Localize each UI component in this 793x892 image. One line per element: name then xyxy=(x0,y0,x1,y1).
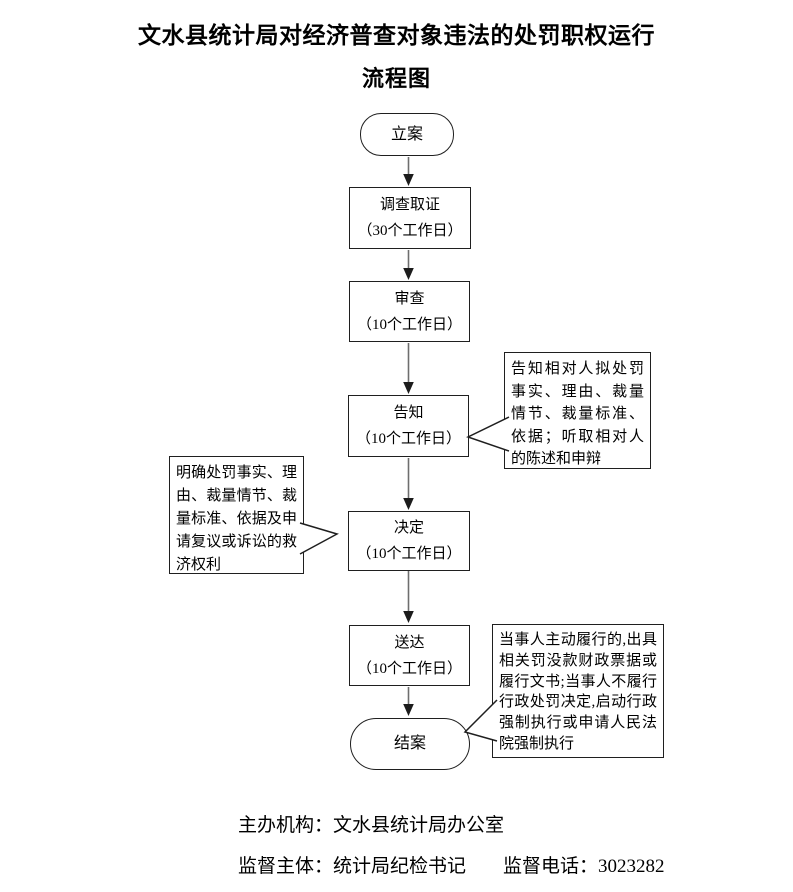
flow-arrow-3 xyxy=(403,343,414,394)
step-duration: （30个工作日） xyxy=(357,223,463,239)
flow-arrow-6 xyxy=(403,687,414,716)
page-title-line2: 流程图 xyxy=(361,66,431,91)
step-name: 告知 xyxy=(393,405,424,421)
callout-close: 当事人主动履行的,出具相关罚没款财政票据或履行文书;当事人不履行行政处罚决定,启… xyxy=(492,624,664,758)
callout-notify: 告知相对人拟处罚事实、理由、裁量情节、裁量标准、依据；听取相对人的陈述和申辩 xyxy=(504,352,651,469)
flow-step-decide: 决定 （10个工作日） xyxy=(348,511,470,571)
callout-pointer-notify xyxy=(466,416,510,452)
flow-step-investigate: 调查取证 （30个工作日） xyxy=(349,187,471,249)
step-name: 调查取证 xyxy=(379,197,440,213)
flow-arrow-5 xyxy=(403,571,414,623)
flow-step-notify: 告知 （10个工作日） xyxy=(348,395,469,457)
step-duration: （10个工作日） xyxy=(356,660,462,677)
footer-organizer: 主办机构：文水县统计局办公室 xyxy=(238,815,505,836)
flow-start-node: 立案 xyxy=(360,113,454,156)
step-name: 送达 xyxy=(394,634,425,651)
step-duration: （10个工作日） xyxy=(355,431,461,447)
flow-step-deliver: 送达 （10个工作日） xyxy=(349,625,470,686)
flow-step-review: 审查 （10个工作日） xyxy=(349,281,470,342)
callout-pointer-decide xyxy=(299,522,339,555)
footer-supervisor: 监督主体：统计局纪检书记 xyxy=(238,856,467,877)
step-duration: （10个工作日） xyxy=(356,546,462,562)
flow-arrow-2 xyxy=(403,250,414,280)
step-duration: （10个工作日） xyxy=(356,316,462,333)
footer-phone: 监督电话：3023282 xyxy=(503,856,665,877)
step-name: 决定 xyxy=(393,520,424,536)
callout-decide: 明确处罚事实、理由、裁量情节、裁量标准、依据及申请复议或诉讼的救济权利 xyxy=(169,456,304,574)
end-label: 结案 xyxy=(393,735,426,752)
step-name: 审查 xyxy=(394,290,425,307)
flow-arrow-4 xyxy=(403,458,414,510)
flow-end-node: 结案 xyxy=(350,718,470,770)
page-title-line1: 文水县统计局对经济普查对象违法的处罚职权运行 xyxy=(138,23,655,48)
start-label: 立案 xyxy=(390,125,423,143)
flow-arrow-1 xyxy=(403,157,414,186)
